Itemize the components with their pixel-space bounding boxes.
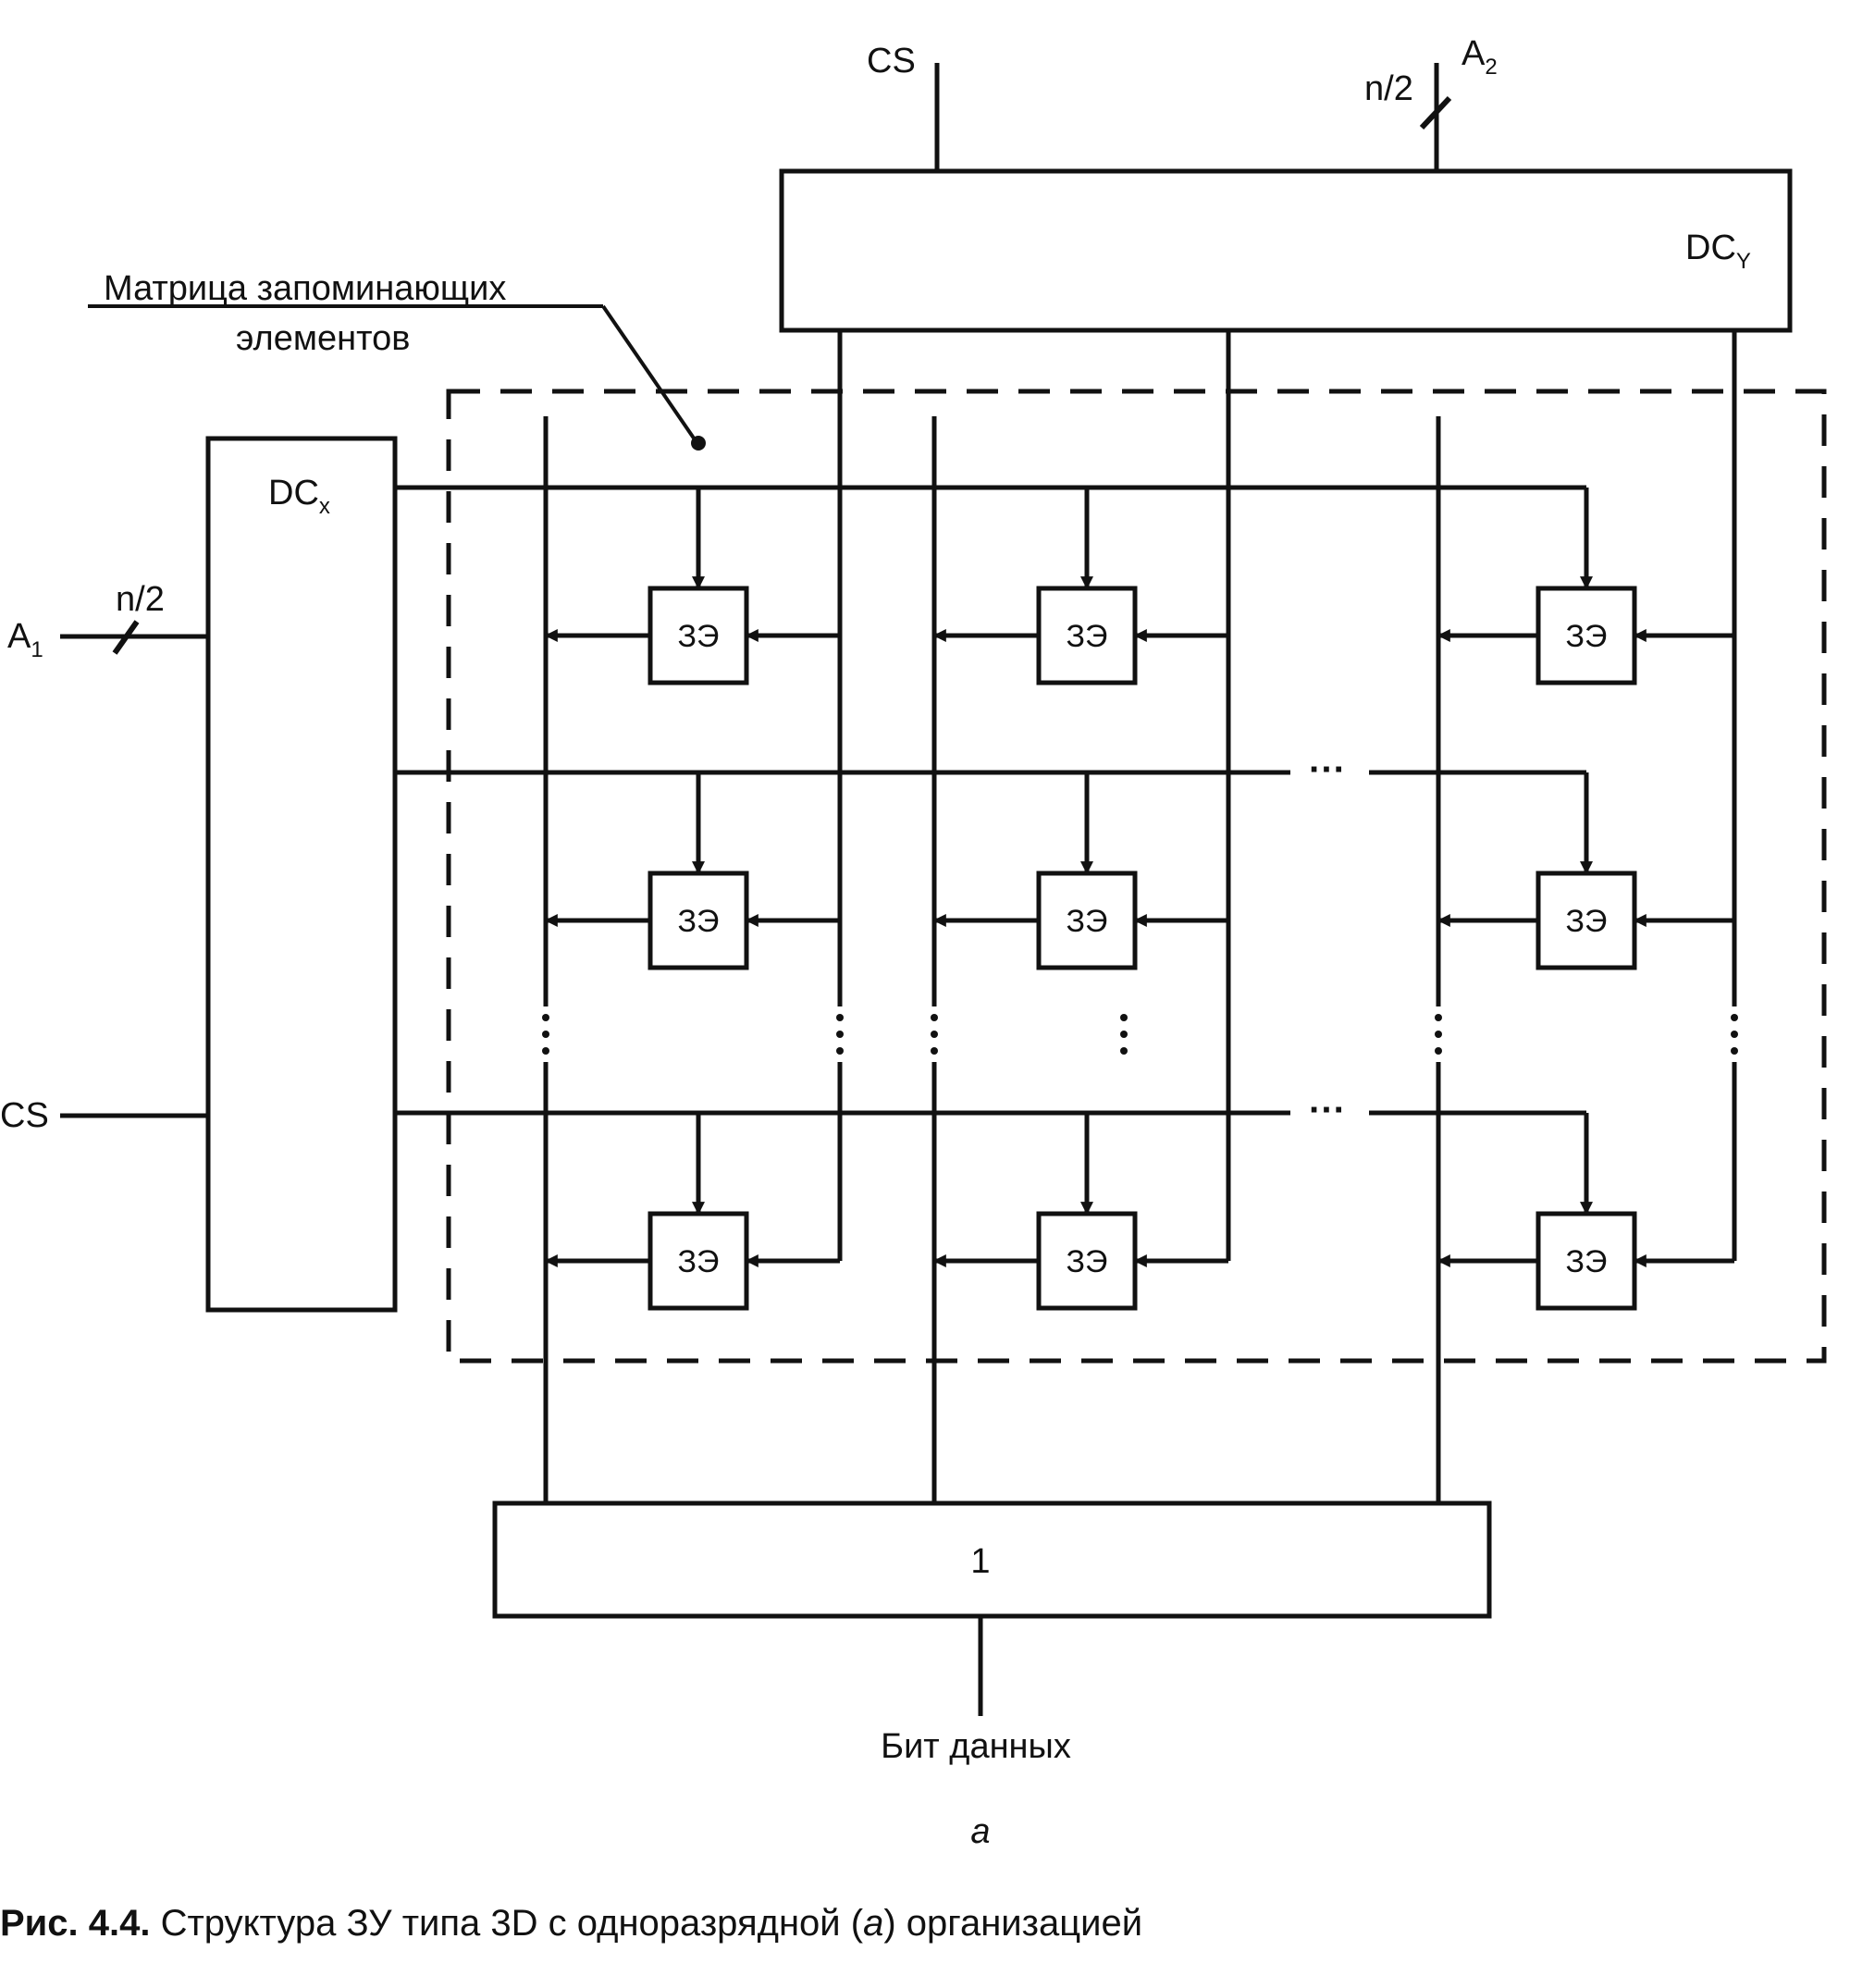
blocks	[205, 168, 1827, 1619]
vertical-ellipsis	[542, 1014, 549, 1055]
matrix-label-line2: элементов	[236, 319, 410, 358]
or-gate-block	[492, 1500, 1492, 1619]
memory-cell: ЗЭ	[1036, 586, 1138, 685]
matrix-label-line1: Матрица запоминающих	[104, 269, 506, 308]
leader-dot	[691, 436, 706, 451]
memory-cell-label: ЗЭ	[1067, 904, 1108, 939]
memory-cell-box	[648, 586, 749, 685]
ellipses: ··· ···	[542, 749, 1738, 1130]
dcx-label: DCx	[268, 474, 330, 519]
memory-cell-box	[1536, 586, 1637, 685]
memory-cell: ЗЭ	[1536, 871, 1637, 970]
row-ellipsis: ···	[1309, 1090, 1346, 1130]
memory-cell: ЗЭ	[1536, 586, 1637, 685]
memory-cell-label: ЗЭ	[678, 1244, 720, 1279]
static-wires	[60, 63, 1452, 1716]
grid-wires	[395, 330, 1742, 1503]
vertical-ellipsis	[1120, 1014, 1128, 1055]
memory-cell-box	[1036, 586, 1138, 685]
cs-top-label: CS	[867, 42, 916, 80]
bus-width-top: n/2	[1364, 69, 1413, 108]
or-gate-label: 1	[970, 1542, 990, 1581]
vertical-ellipsis	[931, 1014, 938, 1055]
memory-cell-box	[648, 1211, 749, 1311]
memory-cell-label: ЗЭ	[1067, 619, 1108, 654]
memory-cell-box	[1536, 871, 1637, 970]
memory-cell-label: ЗЭ	[1067, 1244, 1108, 1279]
row-ellipsis: ···	[1309, 749, 1346, 790]
memory-cell: ЗЭ	[1036, 871, 1138, 970]
cell-matrix: ЗЭ ЗЭ ЗЭ ЗЭ ЗЭ ЗЭ ЗЭ ЗЭ ЗЭ	[648, 586, 1637, 1311]
memory-cell: ЗЭ	[648, 871, 749, 970]
subfigure-label: а	[970, 1812, 990, 1851]
vertical-ellipsis	[836, 1014, 844, 1055]
memory-cell: ЗЭ	[648, 586, 749, 685]
memory-cell: ЗЭ	[1536, 1211, 1637, 1311]
output-label: Бит данных	[881, 1727, 1071, 1766]
cs-left-label: CS	[0, 1096, 49, 1135]
memory-cell-label: ЗЭ	[1566, 904, 1608, 939]
memory-cell-box	[648, 871, 749, 970]
memory-cell: ЗЭ	[1036, 1211, 1138, 1311]
memory-cell-label: ЗЭ	[1566, 619, 1608, 654]
a1-label: A1	[7, 617, 43, 662]
memory-cell-label: ЗЭ	[678, 619, 720, 654]
bus-width-left: n/2	[116, 580, 165, 619]
dcx-block	[205, 436, 398, 1313]
memory-cell-box	[1036, 871, 1138, 970]
memory-cell-label: ЗЭ	[678, 904, 720, 939]
a2-label: A2	[1462, 34, 1498, 80]
dcy-label: DCY	[1685, 228, 1751, 274]
memory-cell: ЗЭ	[648, 1211, 749, 1311]
memory-cell-box	[1036, 1211, 1138, 1311]
memory-cell-label: ЗЭ	[1566, 1244, 1608, 1279]
vertical-ellipsis	[1731, 1014, 1738, 1055]
vertical-ellipsis	[1435, 1014, 1442, 1055]
memory-cell-box	[1536, 1211, 1637, 1311]
dcy-block	[779, 168, 1793, 333]
figure-caption: Рис. 4.4. Структура ЗУ типа 3D с однораз…	[0, 1903, 1142, 1944]
matrix-boundary	[446, 389, 1827, 1364]
